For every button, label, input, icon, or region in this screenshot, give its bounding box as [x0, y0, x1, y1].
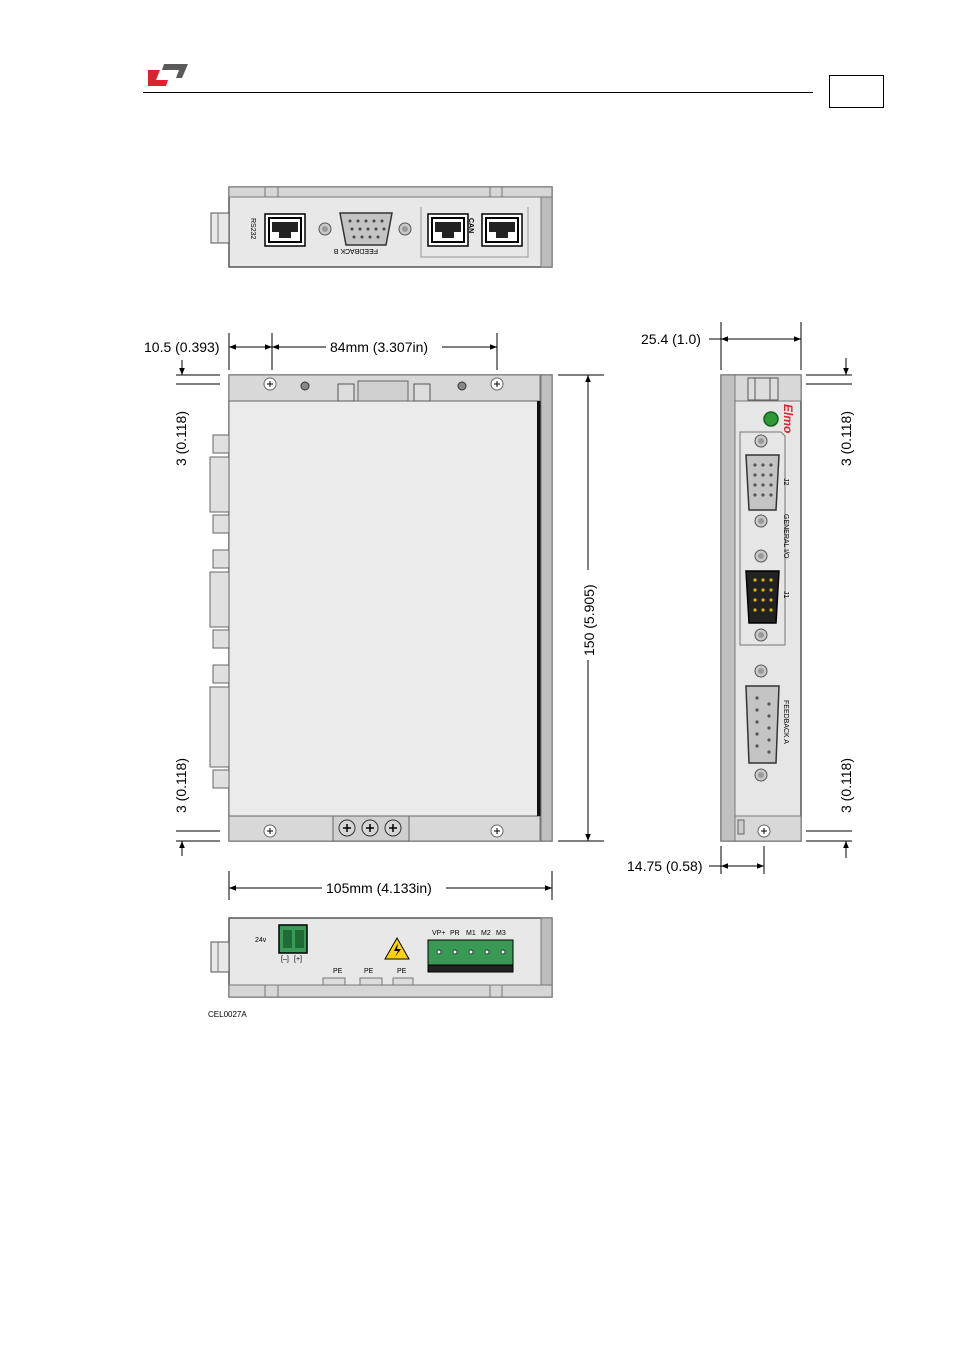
feedback-a-label: FEEDBACK A: [782, 700, 789, 744]
j2-connector: [746, 455, 779, 510]
general-io-label: GENERAL I/O: [782, 514, 789, 559]
bottom-view: 24v [–] [+] VP+ PR M1 M2 M3 PE PE PE: [211, 918, 552, 997]
top-view: RS232 FEEDBACK B CAN: [211, 187, 552, 267]
top-margin-dimension: 3 (0.118): [173, 411, 189, 466]
status-led-icon: [764, 412, 778, 426]
left-offset-dimension: 10.5 (0.393): [144, 339, 220, 355]
pe-label: PE: [397, 968, 407, 975]
24v-connector: [279, 925, 307, 953]
pe-label: PE: [364, 968, 374, 975]
hole-spacing-dimension: 84mm (3.307in): [330, 339, 428, 355]
rs232-label: RS232: [249, 218, 256, 240]
voltage-label: 24v: [255, 937, 267, 944]
bottom-margin-dimension: 3 (0.118): [173, 758, 189, 813]
front-view: [210, 375, 552, 841]
pe-label: PE: [333, 968, 343, 975]
side-depth-dimension: 25.4 (1.0): [641, 331, 701, 347]
side-hole-offset-dimension: 14.75 (0.58): [627, 858, 703, 874]
side-view: Elmo J2 GENERAL I/O J1 FEEDBACK A: [721, 375, 801, 841]
minus-label: [–]: [281, 956, 289, 963]
feedback-b-label: FEEDBACK B: [333, 247, 378, 254]
side-bottom-margin-dimension: 3 (0.118): [838, 758, 854, 813]
pin-label: VP+: [432, 930, 445, 937]
height-dimension: 150 (5.905): [581, 584, 597, 656]
feedback-b-connector: [340, 213, 392, 245]
can-label: CAN: [467, 218, 474, 233]
width-dimension: 105mm (4.133in): [326, 880, 432, 896]
pin-label: M2: [481, 930, 491, 937]
motor-connector: [428, 940, 513, 972]
pin-label: M1: [466, 930, 476, 937]
feedback-a-connector: [746, 686, 779, 763]
figure-code: CEL0027A: [208, 1010, 247, 1019]
j2-label: J2: [782, 478, 789, 486]
side-brand-label: Elmo: [781, 404, 795, 433]
side-top-margin-dimension: 3 (0.118): [838, 411, 854, 466]
j1-label: J1: [782, 591, 789, 599]
pin-label: M3: [496, 930, 506, 937]
plus-label: [+]: [294, 956, 302, 963]
pin-label: PR: [450, 930, 460, 937]
j1-connector: [746, 571, 779, 623]
